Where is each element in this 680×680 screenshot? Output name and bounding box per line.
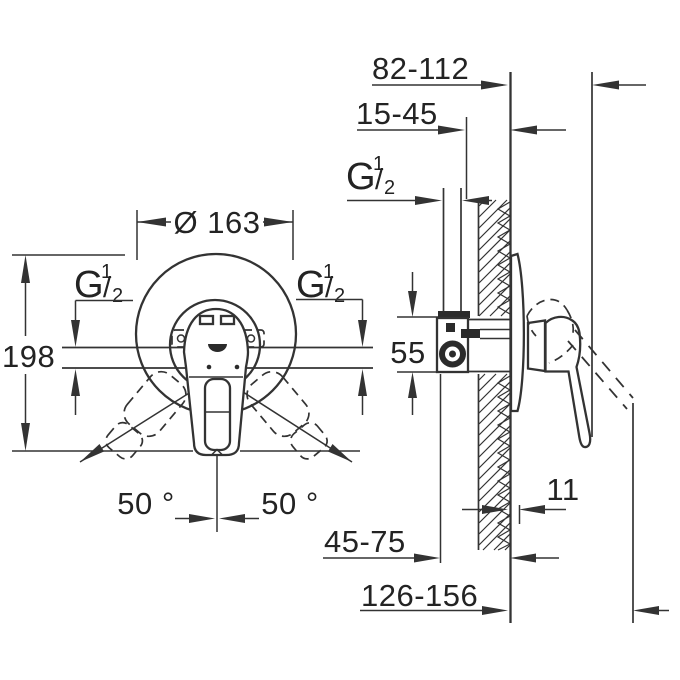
thread-label-side: G 1 / 2 — [346, 153, 492, 205]
pipe-port-side — [439, 340, 466, 368]
wall-hatch-upper — [478, 199, 511, 317]
valve-body — [435, 316, 511, 374]
thread-slash: / — [375, 164, 384, 196]
handle-top-detail-left — [198, 314, 215, 326]
thread-denominator: 2 — [334, 285, 345, 307]
thread-denominator: 2 — [112, 285, 123, 307]
handle-logo-mark — [208, 344, 227, 352]
thread-numerator: 1 — [373, 153, 384, 175]
front-view: Ø 163 198 G 1 / 2 G 1 / 2 — [2, 205, 373, 532]
thread-numerator: 1 — [101, 261, 112, 283]
dimension-finish-depth: 15-45 — [356, 96, 566, 135]
thread-letter: G — [74, 264, 104, 306]
dimension-max-depth: 126-156 — [360, 578, 669, 615]
wall-section — [477, 72, 512, 623]
angle-reference-lines — [12, 382, 360, 532]
wall-depth-label: 82-112 — [372, 51, 469, 86]
height-label: 198 — [2, 339, 55, 374]
thread-letter: G — [346, 156, 376, 198]
pipe-union-nut — [438, 311, 470, 318]
thread-label-left: G 1 / 2 — [71, 261, 133, 415]
max-depth-label: 126-156 — [361, 578, 478, 613]
dimension-wall-depth: 82-112 — [372, 51, 646, 90]
thread-slash: / — [103, 272, 112, 304]
thread-numerator: 1 — [323, 261, 334, 283]
thread-denominator: 2 — [384, 177, 395, 199]
min-depth-label: 45-75 — [324, 524, 406, 559]
dimension-diameter: Ø 163 — [136, 205, 294, 260]
handle-top-detail-right — [219, 314, 236, 326]
handle-side-alt-position — [526, 298, 634, 410]
handle-side — [526, 315, 592, 449]
angle-right-label: 50 ° — [261, 486, 319, 521]
dimension-height: 198 — [2, 254, 125, 451]
mixer-handle-front — [182, 307, 250, 457]
side-view: 82-112 15-45 G 1 / 2 — [323, 51, 669, 623]
port-spacing-label: 55 — [390, 335, 425, 370]
escutcheon-offset-label: 11 — [546, 472, 579, 507]
dimension-port-spacing: 55 — [390, 272, 438, 415]
dimension-min-depth: 45-75 — [323, 524, 559, 563]
diameter-label: Ø 163 — [174, 205, 261, 240]
supply-pipe-side — [438, 188, 470, 318]
finish-depth-label: 15-45 — [356, 96, 438, 131]
thread-label-right: G 1 / 2 — [296, 261, 367, 415]
angle-left-label: 50 ° — [117, 486, 175, 521]
dimension-escutcheon-offset: 11 — [462, 472, 579, 524]
wall-hatch-lower — [478, 373, 511, 551]
thread-slash: / — [325, 272, 334, 304]
plaster-symbol-lower — [496, 375, 512, 551]
cartridge-housing — [526, 319, 547, 373]
escutcheon-side — [509, 252, 525, 413]
